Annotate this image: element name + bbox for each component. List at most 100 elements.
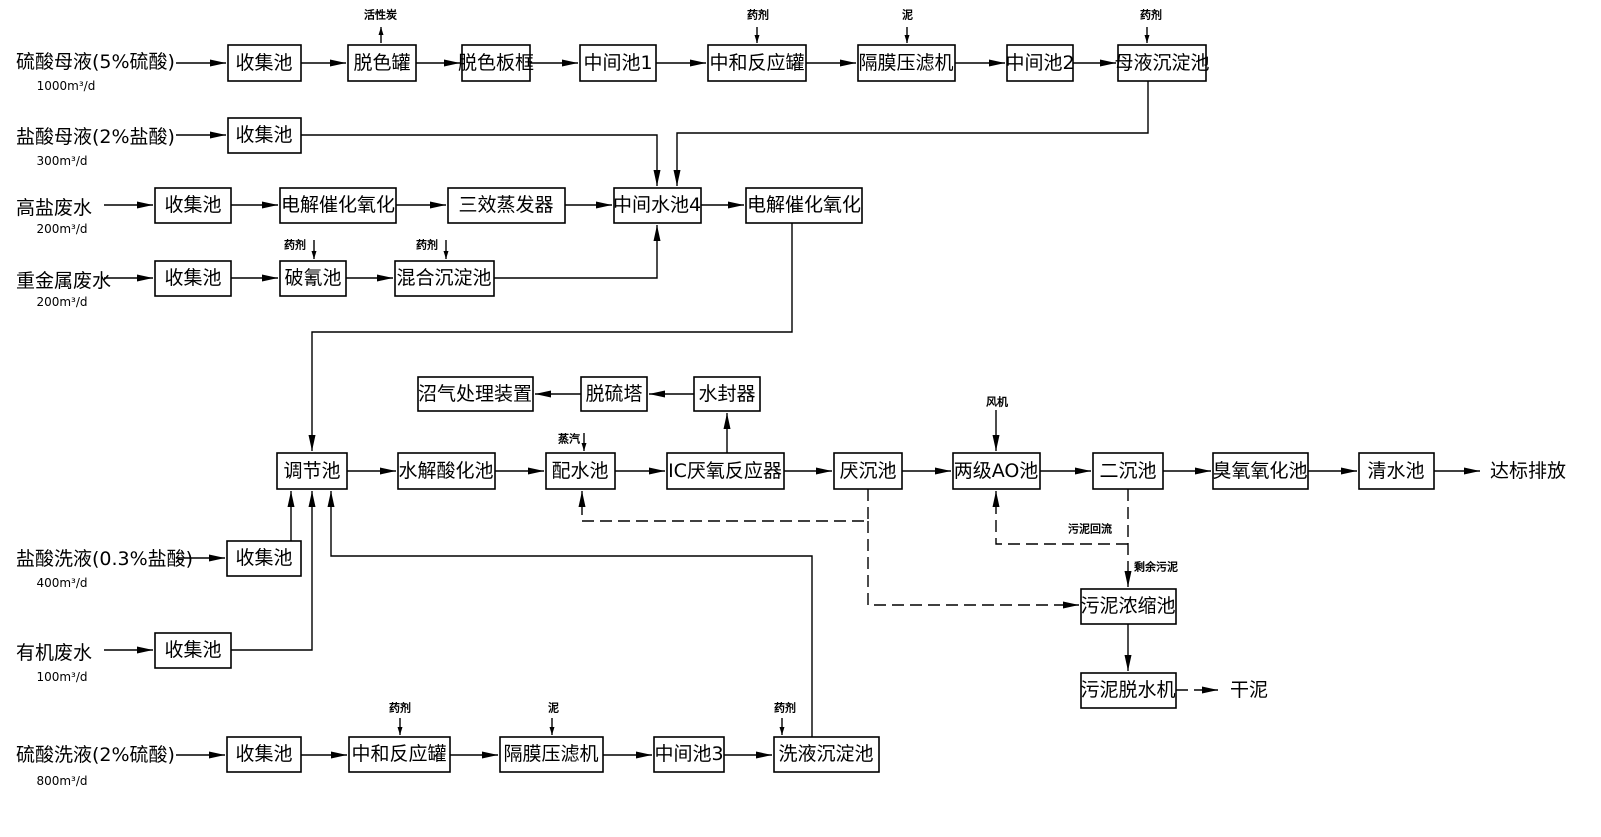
dosing-note: 药剂 bbox=[747, 8, 769, 22]
water-distribution-tank bbox=[545, 452, 616, 490]
unit-label: 清水池 bbox=[1367, 460, 1424, 482]
dosing-note: 污泥回流 bbox=[1068, 522, 1112, 536]
arrowhead bbox=[636, 751, 652, 759]
neutralization-tank bbox=[707, 44, 807, 82]
arrowhead bbox=[377, 274, 393, 282]
arrowhead bbox=[1100, 59, 1116, 67]
dosing-note: 泥 bbox=[902, 9, 913, 22]
arrowhead bbox=[482, 751, 498, 759]
collection-tank bbox=[227, 44, 302, 82]
arrowhead bbox=[308, 435, 316, 451]
dosing-note: 风机 bbox=[986, 395, 1008, 409]
flow-line bbox=[494, 225, 658, 279]
arrowhead bbox=[210, 59, 226, 67]
collection-tank bbox=[227, 117, 302, 154]
unit-label: 调节池 bbox=[283, 460, 340, 482]
arrowhead bbox=[1195, 467, 1211, 475]
source-flow: 200m³/d bbox=[36, 222, 87, 236]
dosing-note: 药剂 bbox=[774, 701, 796, 715]
unit-label: 脱色罐 bbox=[353, 52, 410, 74]
decolorization-tank bbox=[347, 44, 417, 82]
washing-liquor-settling-tank bbox=[773, 736, 880, 773]
arrowhead bbox=[653, 170, 661, 186]
secondary-settling-tank bbox=[1092, 452, 1164, 490]
source-label: 有机废水 bbox=[16, 642, 92, 664]
unit-label: 收集池 bbox=[164, 267, 221, 289]
arrowhead bbox=[262, 274, 278, 282]
unit-label: 水封器 bbox=[698, 383, 755, 405]
source-flow: 800m³/d bbox=[36, 774, 87, 788]
source-flow: 100m³/d bbox=[36, 670, 87, 684]
membrane-filter-press bbox=[857, 44, 956, 82]
dosing-note: 药剂 bbox=[284, 238, 306, 252]
collection-tank bbox=[154, 632, 232, 669]
unit-label: 收集池 bbox=[235, 52, 292, 74]
unit-label: 三效蒸发器 bbox=[458, 194, 553, 216]
arrowhead bbox=[444, 59, 460, 67]
sludge-flow-line bbox=[867, 521, 1079, 606]
decolorization-filter-press bbox=[461, 44, 531, 82]
arrowhead bbox=[549, 727, 555, 735]
arrowhead bbox=[690, 59, 706, 67]
unit-label: 中和反应罐 bbox=[351, 743, 446, 765]
arrowhead bbox=[528, 467, 544, 475]
source-flow: 300m³/d bbox=[36, 154, 87, 168]
arrowhead bbox=[311, 251, 317, 259]
arrowhead bbox=[262, 201, 278, 209]
arrowhead bbox=[137, 274, 153, 282]
arrowhead bbox=[779, 727, 785, 735]
dosing-note: 药剂 bbox=[416, 238, 438, 252]
collection-tank bbox=[226, 540, 302, 577]
flow-line bbox=[231, 491, 313, 651]
flow-line bbox=[676, 81, 1149, 186]
unit-label: 沼气处理装置 bbox=[418, 383, 532, 405]
arrowhead bbox=[562, 59, 578, 67]
arrowhead bbox=[287, 491, 295, 507]
arrowhead bbox=[596, 201, 612, 209]
arrowhead bbox=[989, 59, 1005, 67]
unit-label: 破氰池 bbox=[284, 267, 341, 289]
arrowhead bbox=[649, 467, 665, 475]
unit-label: 收集池 bbox=[164, 194, 221, 216]
ozone-oxidation-tank bbox=[1212, 452, 1309, 490]
arrowhead bbox=[756, 751, 772, 759]
dosing-note: 剩余污泥 bbox=[1134, 560, 1178, 574]
unit-label: 水解酸化池 bbox=[398, 460, 493, 482]
arrowhead bbox=[754, 35, 760, 43]
membrane-filter-press bbox=[499, 736, 604, 773]
source-label: 硫酸洗液(2%硫酸) bbox=[16, 744, 175, 766]
arrowhead bbox=[1464, 467, 1480, 475]
collection-tank bbox=[154, 187, 232, 224]
arrowhead bbox=[649, 390, 665, 398]
arrowhead bbox=[443, 251, 449, 259]
intermediate-tank-3 bbox=[653, 736, 725, 773]
arrowhead bbox=[137, 646, 153, 654]
dosing-note: 泥 bbox=[548, 702, 559, 715]
unit-label: 中间水池4 bbox=[613, 194, 701, 216]
intermediate-tank-2 bbox=[1006, 44, 1074, 82]
biogas-treatment-unit bbox=[417, 376, 534, 412]
arrowhead bbox=[430, 201, 446, 209]
unit-label: 两级AO池 bbox=[954, 460, 1039, 482]
source-label: 硫酸母液(5%硫酸) bbox=[16, 51, 175, 73]
arrowhead bbox=[1063, 601, 1079, 609]
arrowhead bbox=[397, 727, 403, 735]
unit-label: 混合沉淀池 bbox=[396, 267, 491, 289]
flow-line bbox=[301, 134, 658, 186]
unit-label: 中间池2 bbox=[1005, 52, 1074, 74]
unit-label: 中和反应罐 bbox=[709, 52, 804, 74]
unit-label: 收集池 bbox=[235, 743, 292, 765]
arrowhead bbox=[327, 491, 335, 507]
discharge-label: 达标排放 bbox=[1490, 460, 1566, 482]
arrowhead bbox=[578, 491, 586, 507]
arrowhead bbox=[1124, 655, 1132, 671]
clear-water-tank bbox=[1358, 452, 1435, 490]
arrowhead bbox=[209, 751, 225, 759]
unit-label: 母液沉淀池 bbox=[1114, 52, 1209, 74]
unit-label: 电解催化氧化 bbox=[281, 194, 395, 216]
arrowhead bbox=[723, 413, 731, 429]
arrowhead bbox=[137, 201, 153, 209]
unit-label: 隔膜压滤机 bbox=[858, 52, 953, 74]
unit-label: 污泥浓缩池 bbox=[1080, 595, 1175, 617]
